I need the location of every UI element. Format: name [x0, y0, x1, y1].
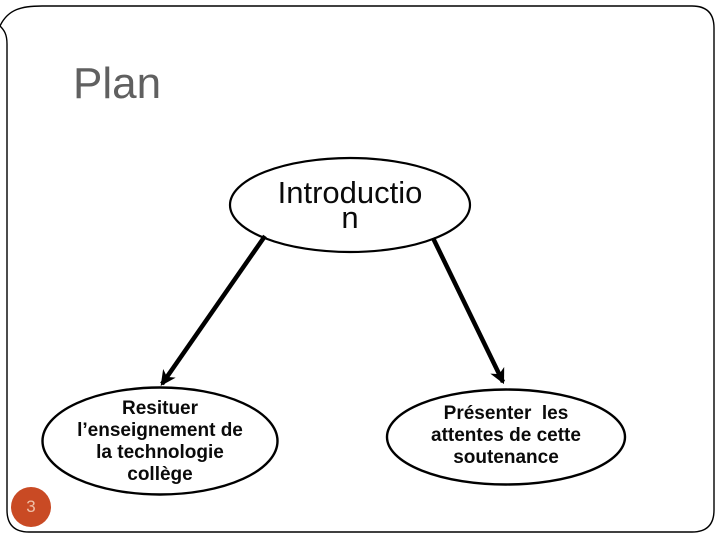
intro-node-text: Introductio n [277, 175, 423, 235]
slide-title: Plan [73, 59, 162, 108]
page-number: 3 [26, 497, 36, 516]
intro-ellipse [228, 156, 472, 254]
page-number-badge: 3 [11, 487, 51, 527]
right-child-ellipse [385, 388, 627, 486]
right-arrow [430, 237, 506, 385]
left-arrow [160, 234, 267, 386]
right-node-text: Présenter les attentes de cette soutenan… [431, 403, 581, 468]
left-node-text: Resituer l’enseignement de la technologi… [77, 398, 243, 485]
left-child-ellipse [41, 386, 279, 496]
slide-border [0, 5, 715, 533]
